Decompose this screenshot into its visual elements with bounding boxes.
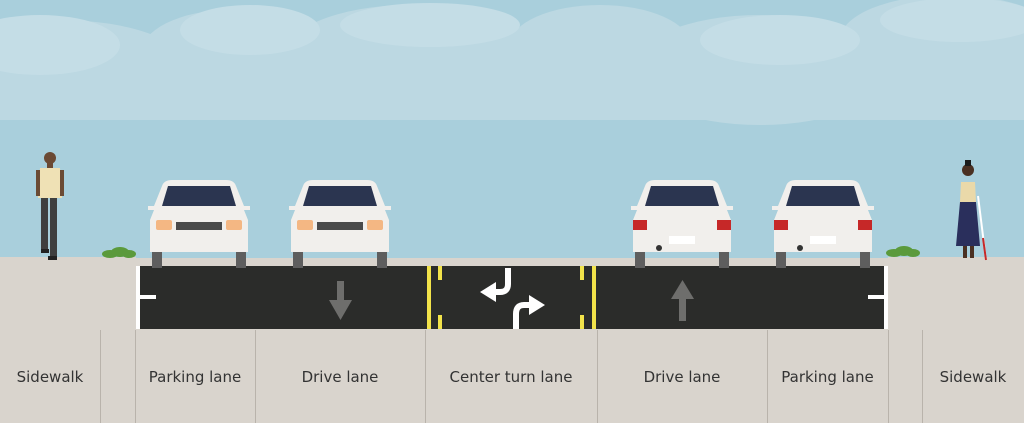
pedestrian-right	[956, 160, 987, 261]
segment-label-drive-lane-right: Drive lane	[643, 367, 721, 386]
pedestrian-left	[36, 152, 64, 260]
yellow-lines-left	[427, 266, 442, 329]
two-way-left-turn-icon	[480, 268, 545, 329]
parking-tick-right	[868, 295, 888, 299]
car-front-1	[148, 180, 250, 268]
car-front-2	[289, 180, 391, 268]
cloud-highlights	[0, 0, 1024, 75]
yellow-lines-right	[580, 266, 596, 329]
segment-separator	[597, 330, 598, 423]
segment-separator	[135, 330, 136, 423]
arrow-up-icon	[671, 280, 694, 321]
segment-label-parking-lane-right: Parking lane	[781, 367, 874, 386]
plant-right	[886, 246, 920, 257]
car-rear-1	[631, 180, 733, 268]
segment-label-sidewalk-left: Sidewalk	[16, 367, 84, 386]
segment-separator	[922, 330, 923, 423]
sidewalk-right	[888, 257, 1024, 423]
segment-separator	[425, 330, 426, 423]
parking-tick-left	[136, 295, 156, 299]
segment-separator	[767, 330, 768, 423]
segment-label-parking-lane-left: Parking lane	[148, 367, 242, 386]
plant-left	[102, 247, 136, 258]
ground-under-road	[136, 329, 888, 423]
segment-separator	[100, 330, 101, 423]
sidewalk-left	[0, 257, 136, 423]
segment-separator	[888, 330, 889, 423]
segment-label-sidewalk-right: Sidewalk	[939, 367, 1007, 386]
car-rear-2	[772, 180, 874, 268]
roadway	[136, 266, 888, 329]
segment-separator	[255, 330, 256, 423]
segment-label-center-turn-lane: Center turn lane	[449, 367, 573, 386]
arrow-down-icon	[329, 281, 352, 320]
segment-label-drive-lane-left: Drive lane	[301, 367, 379, 386]
segment-labels: Sidewalk Parking lane Drive lane Center …	[0, 330, 1024, 423]
